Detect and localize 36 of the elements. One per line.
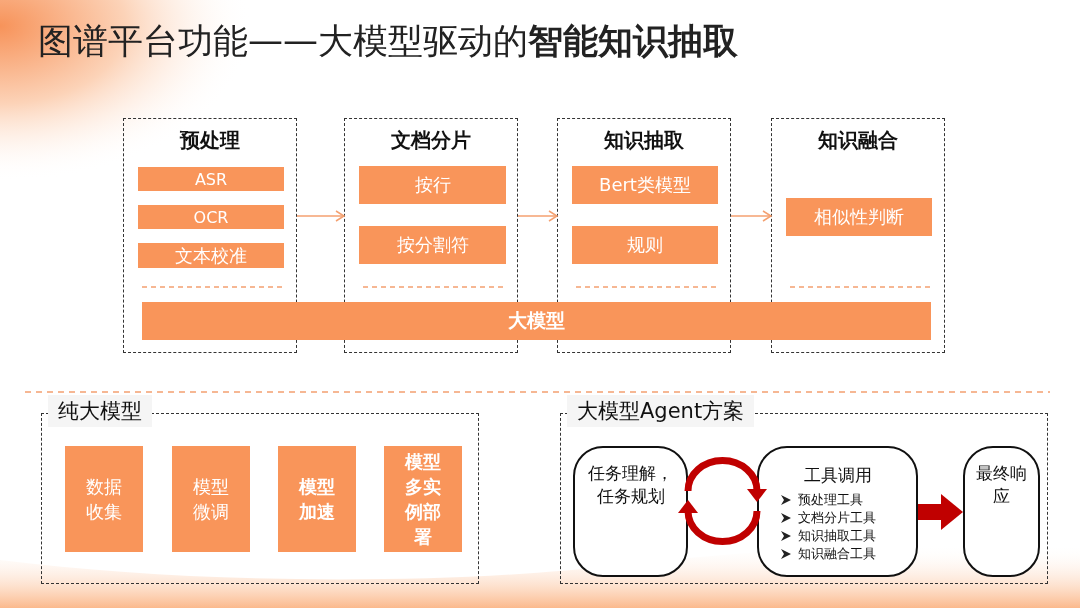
rounded-step-box bbox=[573, 446, 688, 577]
arrow bbox=[730, 210, 772, 222]
group-heading: 大模型Agent方案 bbox=[567, 395, 755, 427]
process-box: OCR bbox=[138, 205, 284, 229]
process-box: Bert类模型 bbox=[572, 166, 718, 204]
group-heading: 文档分片 bbox=[390, 127, 472, 154]
arrow bbox=[517, 210, 558, 222]
process-box: 相似性判断 bbox=[786, 198, 932, 236]
process-box: 按行 bbox=[359, 166, 506, 204]
tool-list-item: 文档分片工具 bbox=[798, 510, 876, 525]
step-label: 任务理解，任务规划 bbox=[587, 462, 674, 508]
process-box: 数据收集 bbox=[65, 446, 143, 552]
cycle-arrow bbox=[678, 500, 761, 545]
arrow bbox=[296, 210, 345, 222]
group-heading: 预处理 bbox=[178, 127, 241, 154]
step-label: 最终响应 bbox=[975, 462, 1028, 508]
process-box: 模型多实例部署 bbox=[384, 446, 462, 552]
process-box: 模型微调 bbox=[172, 446, 250, 552]
slide-title: 图谱平台功能——大模型驱动的智能知识抽取 bbox=[38, 20, 738, 63]
rounded-step-box bbox=[963, 446, 1040, 577]
process-box: ASR bbox=[138, 167, 284, 191]
tool-list-item: 预处理工具 bbox=[798, 492, 863, 507]
group-heading: 纯大模型 bbox=[48, 395, 152, 427]
group-heading: 知识抽取 bbox=[603, 127, 685, 154]
group-heading: 知识融合 bbox=[817, 127, 899, 154]
step-label: 工具调用 bbox=[802, 464, 873, 487]
arrow bbox=[918, 494, 963, 530]
process-box: 按分割符 bbox=[359, 226, 506, 264]
process-box: 规则 bbox=[572, 226, 718, 264]
process-box: 文本校准 bbox=[138, 243, 284, 268]
rounded-step-box bbox=[757, 446, 918, 577]
tool-list-item: 知识抽取工具 bbox=[798, 528, 876, 543]
process-box: 模型加速 bbox=[278, 446, 356, 552]
tool-list-item: 知识融合工具 bbox=[798, 546, 876, 561]
cycle-arrow bbox=[684, 457, 767, 502]
model-bar: 大模型 bbox=[142, 302, 931, 340]
